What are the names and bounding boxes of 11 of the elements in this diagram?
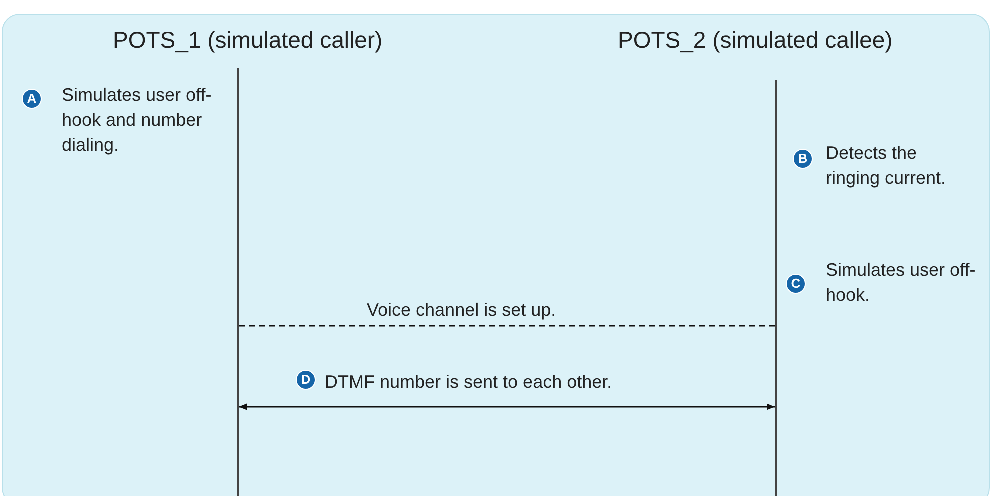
- note-text: Detects the ringing current.: [826, 142, 948, 190]
- note-text: Simulates user off-hook and number dialing.: [62, 84, 212, 157]
- lifeline: [775, 80, 777, 496]
- lifeline: [237, 68, 239, 496]
- dashed-line: [239, 325, 775, 327]
- lifeline-header: POTS_1 (simulated caller): [113, 28, 383, 53]
- note-text: Simulates user off-hook.: [826, 259, 976, 307]
- arrow: [239, 404, 775, 410]
- edge-label: DTMF number is sent to each other.: [325, 371, 612, 394]
- lifeline-header: POTS_2 (simulated callee): [618, 28, 893, 53]
- edge-label: Voice channel is set up.: [367, 299, 556, 322]
